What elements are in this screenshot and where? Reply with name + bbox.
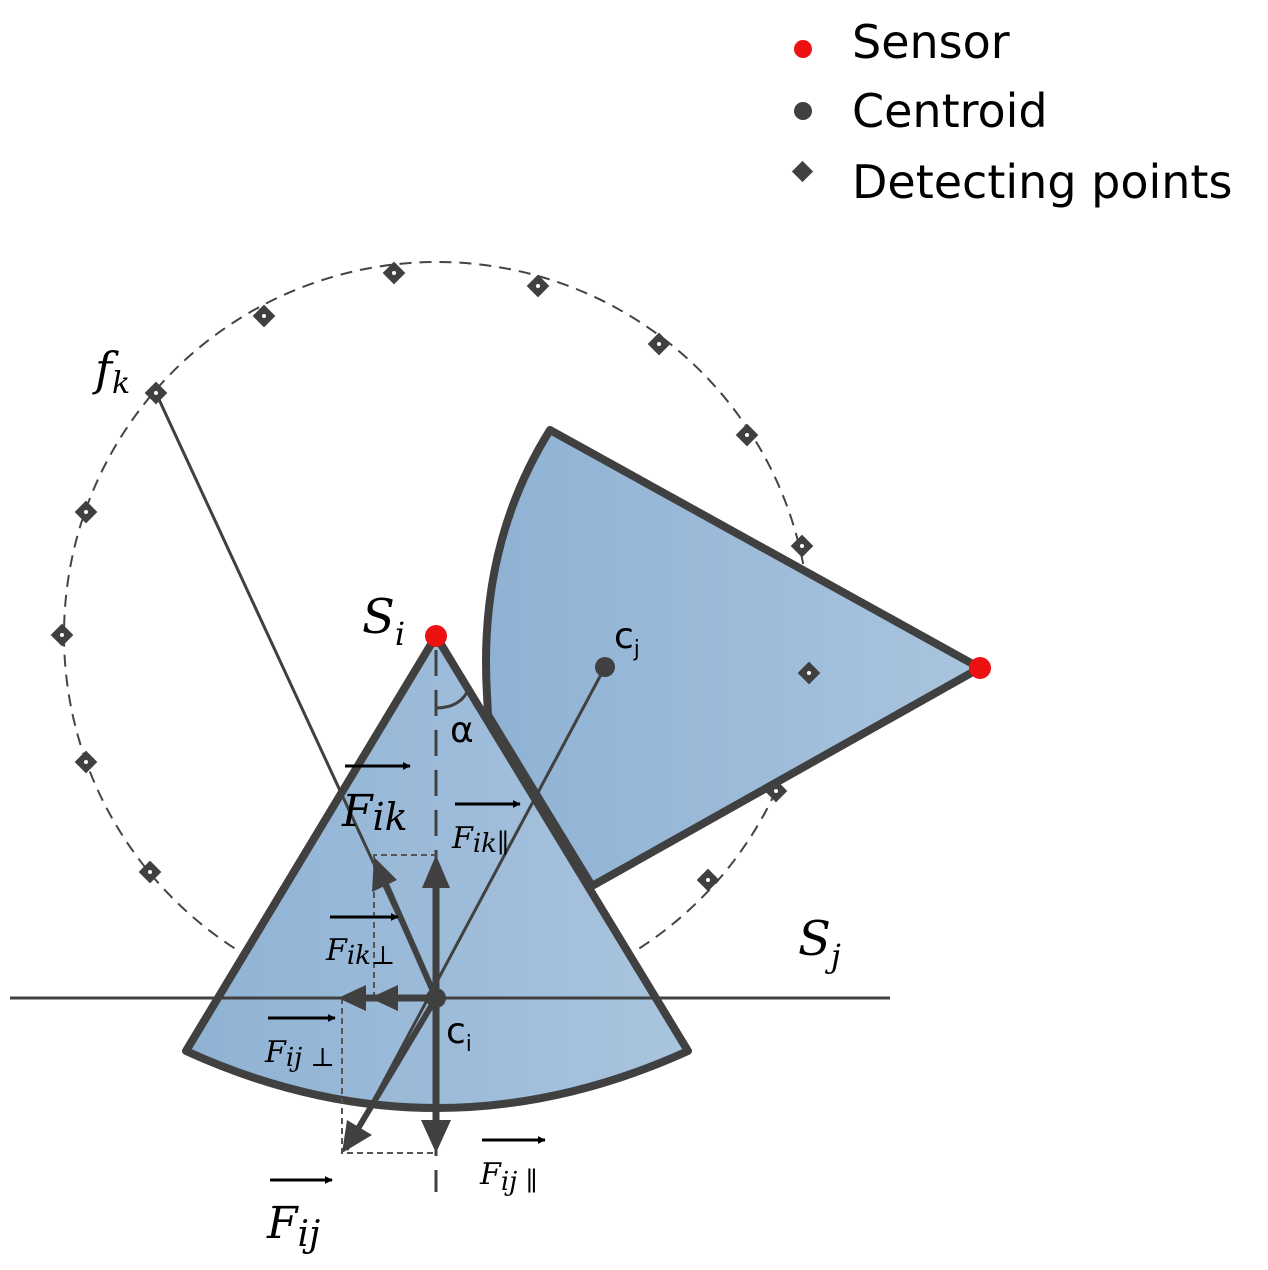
detecting-point-center (262, 314, 266, 318)
label-alpha: α (450, 710, 474, 751)
legend-sensor-label: Sensor (852, 15, 1010, 69)
label-si: Si (362, 589, 405, 653)
legend-detecting-label: Detecting points (852, 155, 1232, 209)
detecting-point-center (774, 789, 778, 793)
label-fij-parallel: Fij ∥ (479, 1157, 537, 1197)
labels: Si Sj fk cj ci α Fik Fik∥ Fik⊥ Fij ⊥ Fij… (92, 342, 841, 1255)
centroid-ci (426, 988, 446, 1008)
detecting-point-center (536, 284, 540, 288)
detecting-point-center (60, 633, 64, 637)
label-fij-perp: Fij ⊥ (264, 1035, 335, 1073)
label-fik-perp: Fik⊥ (325, 933, 395, 971)
label-sj: Sj (798, 911, 841, 975)
detecting-point-center (148, 870, 152, 874)
vector-fik (382, 880, 439, 1000)
detecting-point-center (807, 671, 811, 675)
sensor-si (425, 625, 447, 647)
vector-fik-perp-head (370, 985, 398, 1011)
detecting-point-center (392, 271, 396, 275)
force-vectors (338, 855, 451, 1153)
detecting-point-center (154, 391, 158, 395)
legend-centroid-marker (794, 102, 812, 120)
detecting-point-center (706, 878, 710, 882)
legend-sensor-marker (794, 40, 812, 58)
label-ci: ci (446, 1011, 472, 1057)
vector-fij-parallel-head (421, 1120, 451, 1153)
label-fk: fk (92, 342, 130, 401)
legend: Sensor Centroid Detecting points (791, 15, 1232, 209)
vector-fik-parallel-head (422, 855, 450, 888)
detecting-point-center (84, 510, 88, 514)
vector-fik-head (372, 857, 397, 892)
legend-detecting-marker (791, 160, 814, 183)
sensor-sj (969, 657, 991, 679)
detecting-point-center (657, 342, 661, 346)
vector-fij-head (342, 1120, 372, 1153)
detecting-point-center (84, 760, 88, 764)
sector-j (482, 426, 984, 890)
centroid-cj (595, 657, 615, 677)
alpha-arc (435, 685, 472, 710)
label-cj: cj (614, 616, 640, 662)
label-fij: Fij (266, 1198, 320, 1255)
label-fik-parallel: Fik∥ (451, 821, 509, 859)
vector-fij-perp-head (338, 985, 366, 1011)
legend-centroid-label: Centroid (852, 84, 1048, 138)
detecting-point-center (745, 433, 749, 437)
label-fik: Fik (341, 786, 408, 839)
detecting-points (50, 261, 821, 892)
detecting-point-center (800, 544, 804, 548)
vector-fij (353, 996, 439, 1134)
